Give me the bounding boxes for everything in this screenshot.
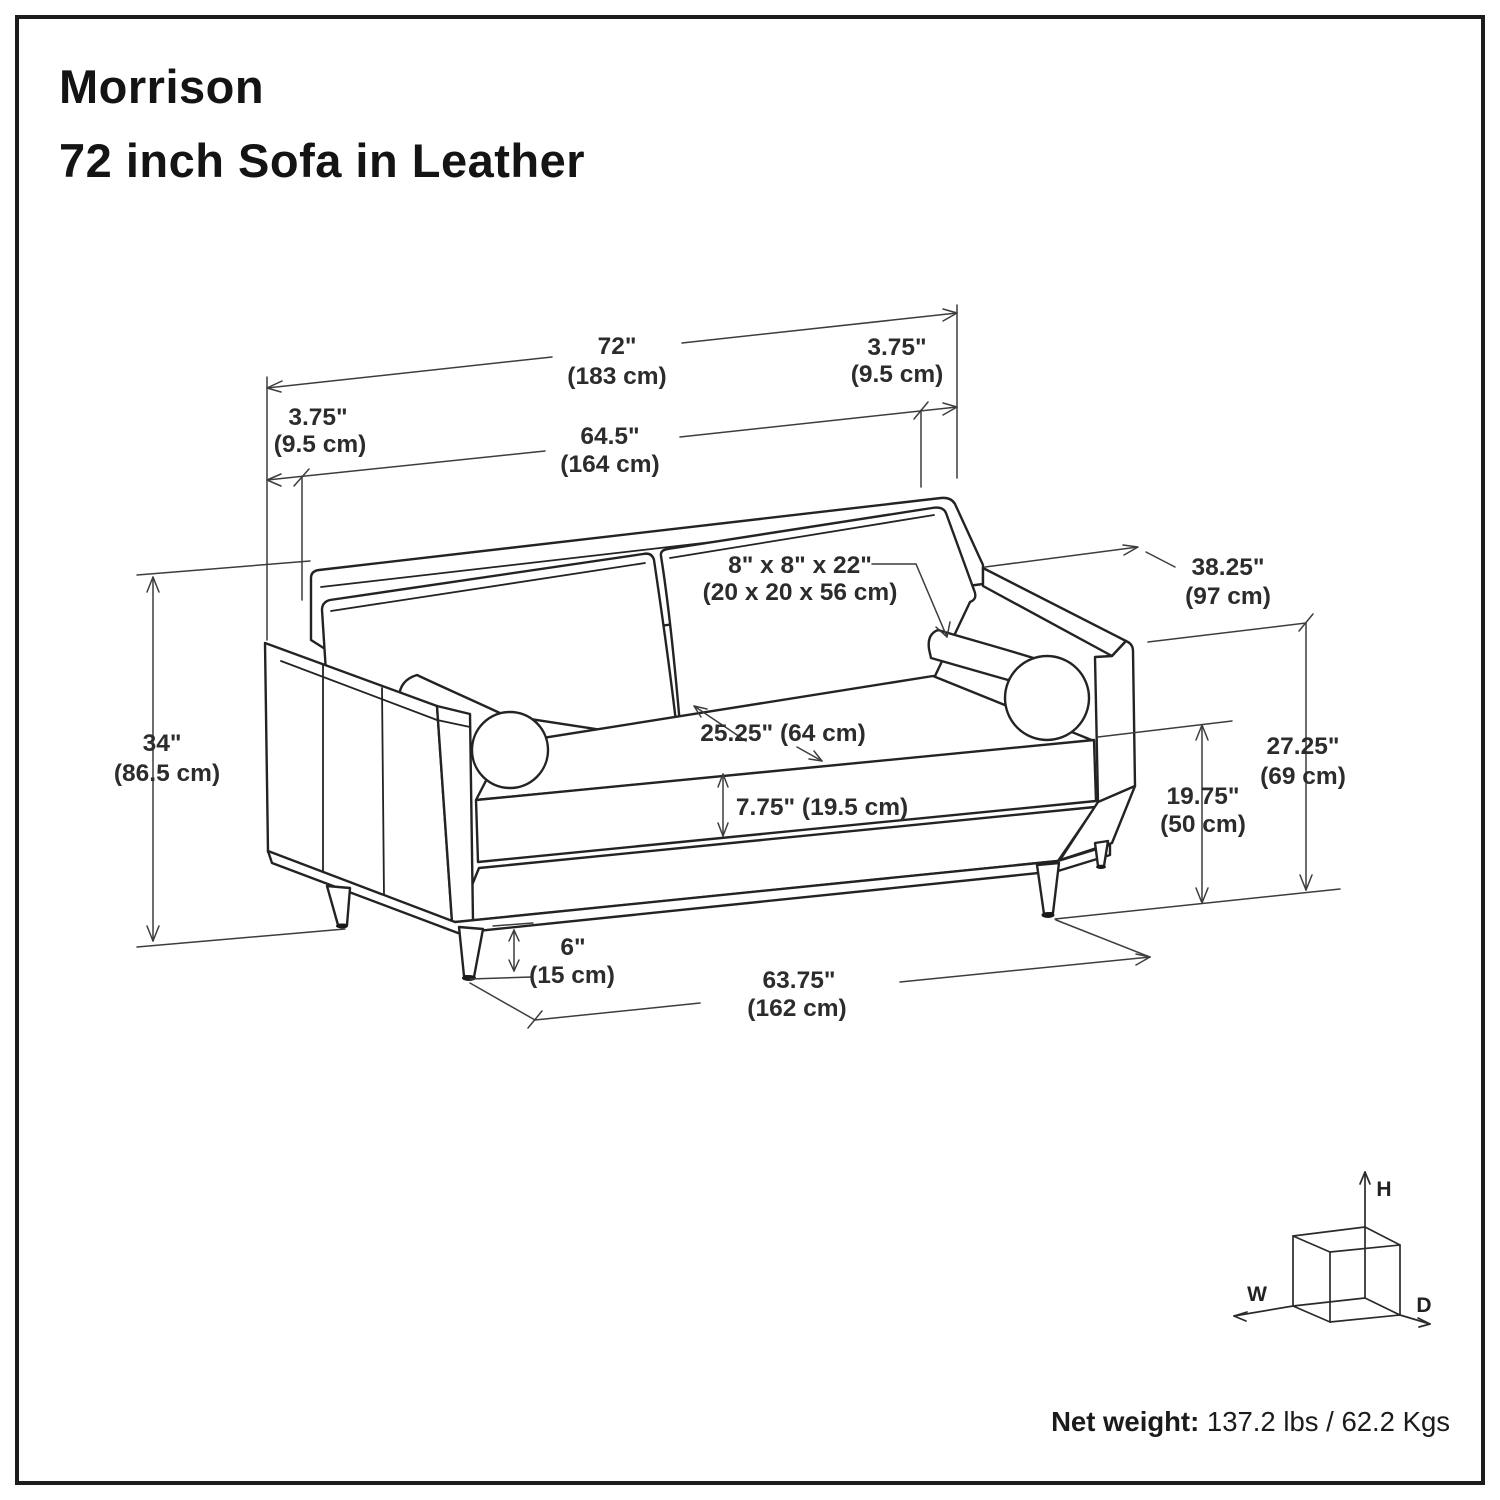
dim-bolster-cm: (20 x 20 x 56 cm) bbox=[703, 579, 898, 606]
dim-interior-width-cm: (164 cm) bbox=[560, 451, 659, 478]
dim-seat-height-in: 19.75" bbox=[1167, 783, 1240, 810]
dim-leg-height-cm: (15 cm) bbox=[529, 962, 615, 989]
dim-cushion-thickness: 7.75" (19.5 cm) bbox=[717, 773, 908, 837]
dim-cushion-thickness-label: 7.75" (19.5 cm) bbox=[736, 794, 908, 821]
dim-leg-height: 6" (15 cm) bbox=[469, 922, 615, 989]
axis-label-height: H bbox=[1376, 1178, 1391, 1201]
dim-overall-depth: 38.25" (97 cm) bbox=[984, 544, 1314, 643]
dim-overall-height-in: 34" bbox=[143, 730, 182, 757]
axis-label-depth: D bbox=[1416, 1294, 1431, 1317]
dim-seat-height: 19.75" (50 cm) bbox=[1054, 720, 1341, 920]
title-block: Morrison 72 inch Sofa in Leather bbox=[59, 50, 585, 198]
sofa-legs bbox=[325, 839, 1110, 981]
dim-seat-depth: 25.25" (64 cm) bbox=[693, 705, 866, 762]
dim-overall-depth-in: 38.25" bbox=[1192, 554, 1265, 581]
axis-label-width: W bbox=[1247, 1283, 1267, 1306]
product-variant: 72 inch Sofa in Leather bbox=[59, 134, 586, 187]
dim-overall-width-in: 72" bbox=[598, 333, 637, 360]
net-weight-label: Net weight: bbox=[1051, 1406, 1200, 1437]
dim-back-offset-right-in: 3.75" bbox=[867, 334, 926, 361]
dim-interior-width-in: 64.5" bbox=[580, 423, 639, 450]
net-weight-value: 137.2 lbs / 62.2 Kgs bbox=[1206, 1406, 1450, 1437]
dim-arm-height: 27.25" (69 cm) bbox=[1260, 622, 1346, 891]
product-name: Morrison bbox=[59, 60, 265, 113]
axis-cube-icon: H W D bbox=[1233, 1171, 1432, 1328]
dim-seat-depth: 25.25" (64 cm) bbox=[700, 720, 866, 747]
dim-front-width-cm: (162 cm) bbox=[747, 995, 846, 1022]
dim-back-offset-left-cm: (9.5 cm) bbox=[274, 431, 367, 458]
sofa-right-arm bbox=[981, 566, 1137, 804]
dim-overall-width: 72" (183 cm) 3.75" (9.5 cm) bbox=[266, 304, 958, 641]
dim-overall-width-cm: (183 cm) bbox=[567, 363, 666, 390]
dim-arm-height-cm: (69 cm) bbox=[1260, 763, 1346, 790]
dim-arm-height-in: 27.25" bbox=[1267, 733, 1340, 760]
sofa-illustration bbox=[263, 496, 1137, 981]
dim-back-offset-left-in: 3.75" bbox=[288, 404, 347, 431]
dim-front-width-in: 63.75" bbox=[763, 967, 836, 994]
dim-bolster: 8" x 8" x 22" (20 x 20 x 56 cm) bbox=[703, 552, 951, 638]
dimension-annotations: 72" (183 cm) 3.75" (9.5 cm) 3.75" (9.5 c… bbox=[114, 304, 1346, 1029]
sofa-left-arm bbox=[263, 641, 475, 924]
dim-bolster-in: 8" x 8" x 22" bbox=[728, 552, 872, 579]
sofa-bolster-left bbox=[394, 673, 550, 790]
net-weight-note: Net weight: 137.2 lbs / 62.2 Kgs bbox=[1051, 1406, 1450, 1438]
dim-overall-height: 34" (86.5 cm) bbox=[114, 560, 346, 948]
sofa-seat bbox=[455, 674, 1137, 924]
dim-seat-height-cm: (50 cm) bbox=[1160, 811, 1246, 838]
dim-overall-height-cm: (86.5 cm) bbox=[114, 760, 220, 787]
sofa-bolster-right bbox=[927, 628, 1091, 742]
dim-front-width: 63.75" (162 cm) bbox=[469, 919, 1151, 1029]
dim-overall-depth-cm: (97 cm) bbox=[1185, 583, 1271, 610]
dim-interior-width: 3.75" (9.5 cm) 64.5" (164 cm) bbox=[266, 401, 958, 601]
dim-leg-height-in: 6" bbox=[560, 934, 585, 961]
dim-back-offset-right-cm: (9.5 cm) bbox=[851, 361, 944, 388]
